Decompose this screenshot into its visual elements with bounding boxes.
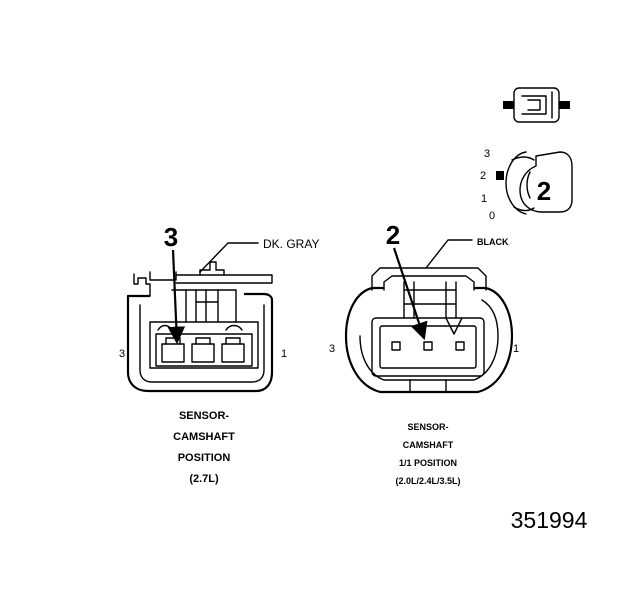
left-caption-line-3: POSITION [178,452,231,464]
left-callout-arrow [167,249,186,345]
right-caption-line-2: CAMSHAFT [403,440,454,450]
position-index-icon [496,151,573,215]
left-caption-line-4: (2.7L) [189,473,219,485]
index-label-2: 2 [480,170,486,182]
left-caption-line-2: CAMSHAFT [173,431,235,443]
right-connector-body [344,267,514,394]
right-callout-arrow [392,247,428,341]
right-callout-number: 2 [386,220,400,250]
left-wire-leader-line [199,242,259,273]
right-pin-1-label: 1 [513,343,519,355]
terminal-view-icon [503,87,570,123]
left-caption-line-1: SENSOR- [179,410,229,422]
clip-number-label: 2 [537,176,551,206]
left-connector-caption: SENSOR- CAMSHAFT POSITION (2.7L) [173,410,235,485]
right-caption-line-4: (2.0L/2.4L/3.5L) [395,476,460,486]
right-connector-caption: SENSOR- CAMSHAFT 1/1 POSITION (2.0L/2.4L… [395,422,460,486]
left-pin-3-label: 3 [119,348,125,360]
left-pin-1-label: 1 [281,348,287,360]
index-label-3: 3 [484,148,490,160]
left-connector-body [126,261,274,393]
left-callout-number: 3 [164,222,178,252]
right-pin-3-label: 3 [329,343,335,355]
left-wire-color-label: DK. GRAY [263,237,319,251]
right-caption-line-1: SENSOR- [407,422,448,432]
index-label-1: 1 [481,193,487,205]
right-caption-line-3: 1/1 POSITION [399,458,457,468]
right-wire-leader-line [425,239,473,269]
right-wire-color-label: BLACK [477,237,509,247]
figure-number: 351994 [511,507,588,533]
index-label-0: 0 [489,210,495,222]
